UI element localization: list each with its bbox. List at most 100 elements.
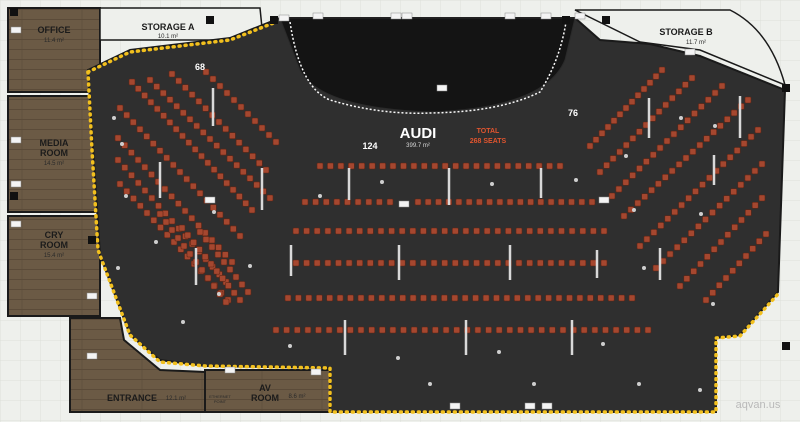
- seat-center: [409, 294, 417, 302]
- seat-right: [622, 141, 630, 149]
- seat-left: [222, 251, 229, 258]
- power-outlet-icon: [541, 402, 553, 410]
- seat-left: [196, 246, 203, 253]
- seat-center: [513, 294, 521, 302]
- seat-right: [610, 117, 618, 124]
- seat-left: [141, 187, 149, 194]
- seat-left: [162, 218, 170, 226]
- seat-left: [230, 225, 237, 233]
- seat-center: [337, 162, 345, 170]
- seat-center: [400, 162, 407, 170]
- seat-center: [409, 227, 417, 235]
- seat-left: [223, 218, 230, 226]
- seat-right: [680, 237, 688, 244]
- seat-center: [451, 227, 459, 235]
- seat-right: [698, 103, 705, 110]
- seat-right: [695, 223, 702, 230]
- seat-center: [506, 326, 514, 334]
- seat-left: [128, 172, 135, 179]
- seat-center: [432, 326, 439, 334]
- seat-center: [474, 326, 482, 334]
- seat-left: [147, 98, 155, 106]
- seat-right: [718, 82, 726, 90]
- seat-left: [236, 232, 244, 240]
- seat-right: [744, 174, 752, 182]
- seat-left: [230, 96, 238, 104]
- seat-left: [155, 202, 162, 210]
- seat-center: [366, 227, 374, 235]
- office-label: OFFICE: [38, 25, 71, 35]
- seat-right: [731, 224, 739, 231]
- seat-left: [198, 266, 206, 274]
- seat-center: [526, 259, 534, 267]
- cry-room: [7, 215, 101, 317]
- seat-center: [305, 294, 313, 302]
- seat-center: [526, 227, 534, 235]
- seat-center: [556, 162, 564, 170]
- floor-light-icon: [637, 382, 641, 386]
- seat-center: [442, 326, 450, 334]
- seat-left: [128, 78, 136, 86]
- seat-center: [525, 162, 533, 170]
- seat-left: [174, 234, 182, 242]
- seat-right: [646, 79, 654, 86]
- seat-right: [703, 253, 711, 260]
- seat-right: [648, 186, 655, 194]
- seat-center: [354, 198, 362, 206]
- seat-right: [658, 66, 666, 74]
- seat-left: [141, 163, 149, 171]
- audi-area: 399.7 m²: [406, 143, 430, 149]
- seat-left: [184, 231, 192, 239]
- floor-light-icon: [574, 178, 578, 182]
- seat-right: [717, 122, 724, 130]
- watermark: aqvan.us: [736, 399, 781, 411]
- power-outlet-icon: [278, 14, 290, 22]
- seat-center: [388, 227, 395, 235]
- media-label-1: MEDIA: [40, 138, 70, 148]
- seat-center: [628, 294, 636, 302]
- seat-center: [485, 326, 492, 334]
- seat-center: [345, 227, 353, 235]
- seat-right: [744, 209, 752, 216]
- seat-center: [452, 162, 460, 170]
- seat-right: [671, 208, 679, 216]
- seat-left: [240, 168, 247, 176]
- seat-right: [655, 180, 662, 188]
- seat-center: [430, 259, 438, 267]
- seat-left: [230, 289, 238, 297]
- cry-area: 15.4 m²: [44, 253, 64, 259]
- seat-center: [399, 294, 407, 302]
- seat-right: [652, 73, 660, 80]
- seat-right: [662, 101, 670, 109]
- storage-b-label: STORAGE B: [659, 27, 713, 37]
- seat-left: [217, 173, 224, 180]
- seat-right: [640, 85, 648, 93]
- seat-center: [409, 259, 417, 267]
- section-right-count: 76: [568, 108, 578, 118]
- seat-center: [335, 259, 342, 267]
- seat-center: [368, 162, 376, 170]
- seat-center: [400, 326, 407, 334]
- floor-light-icon: [318, 194, 322, 198]
- seat-center: [292, 227, 300, 235]
- seat-left: [148, 194, 156, 202]
- floor-light-icon: [124, 194, 128, 198]
- seat-center: [368, 326, 376, 334]
- seat-left: [123, 188, 131, 195]
- seat-left: [168, 70, 176, 78]
- seat-center: [579, 227, 587, 235]
- seat-right: [616, 111, 624, 118]
- seat-left: [114, 156, 122, 164]
- seat-center: [568, 198, 575, 206]
- seat-center: [420, 162, 428, 170]
- ethernet-label-1: ETHERNET: [209, 394, 231, 399]
- seat-right: [598, 130, 606, 137]
- structural-column: [782, 84, 790, 92]
- seat-right: [740, 140, 748, 147]
- seat-right: [699, 181, 706, 188]
- floor-light-icon: [380, 180, 384, 184]
- seat-right: [723, 195, 731, 202]
- seat-right: [616, 148, 624, 156]
- seat-center: [462, 227, 470, 235]
- floor-light-icon: [154, 240, 158, 244]
